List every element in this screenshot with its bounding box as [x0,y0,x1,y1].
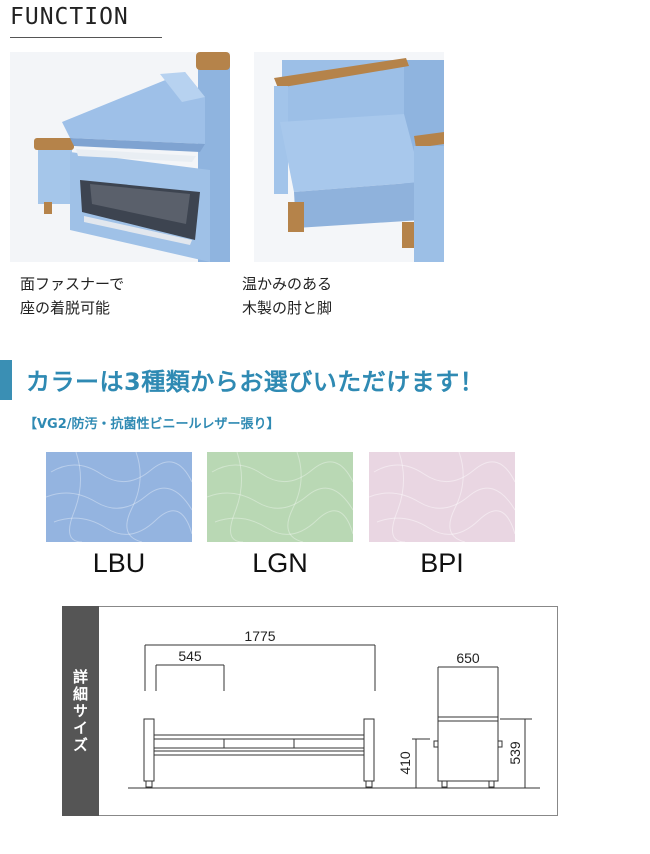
dimensions-sidebar [62,606,99,816]
dim-width-total: 1775 [244,628,275,644]
caption-line: 木製の肘と脚 [242,299,333,317]
swatch-label-lgn: LGN [252,548,308,578]
swatch-lbu [46,452,192,542]
dim-seat-height: 410 [397,751,413,775]
heading-underline [10,37,162,38]
caption-line: 温かみのある [242,275,333,293]
dimensions-title: 詳細サイズ [62,606,99,816]
photo-wooden-armrest [254,52,444,262]
swatch-bpi [369,452,515,542]
caption-wooden-armrest: 温かみのある 木製の肘と脚 [242,272,332,320]
section-heading: FUNCTION [10,4,129,30]
swatch-lgn [207,452,353,542]
swatch-label-bpi: BPI [420,548,464,578]
photo-removable-seat [10,52,230,262]
swatch-label-lbu: LBU [92,548,146,578]
caption-removable-seat: 面ファスナーで 座の着脱可能 [20,272,124,320]
dim-seat-section: 545 [178,648,202,664]
material-label: 【VG2/防汚・抗菌性ビニールレザー張り】 [24,417,280,432]
banner-accent-bar [0,360,12,400]
dim-total-height: 539 [507,741,523,765]
caption-line: 面ファスナーで [20,275,125,293]
caption-line: 座の着脱可能 [20,299,111,317]
color-banner: カラーは3種類からお選びいただけます！ [26,368,485,396]
dimensions-title-text: 詳細サイズ [71,668,89,754]
dim-depth: 650 [456,650,480,666]
dimension-drawing: 1775 545 650 410 539 [128,628,540,789]
